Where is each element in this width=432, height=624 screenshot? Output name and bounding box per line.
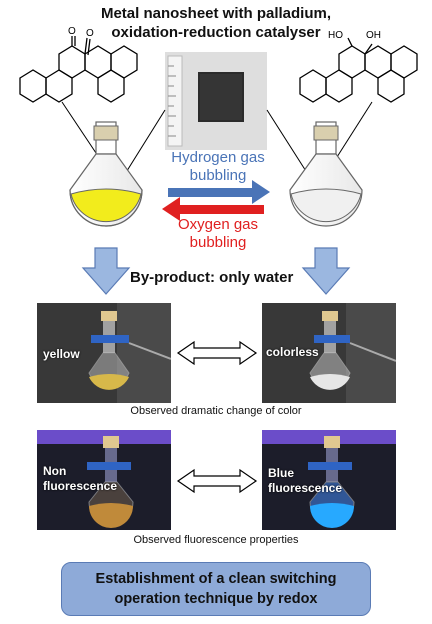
diol-molecule [299,37,418,103]
oxygen-label-2: O [86,28,94,39]
hydrogen-arrow [168,180,270,204]
oxygen-arrow [162,197,264,221]
oxygen-label-1: O [68,26,76,37]
photo-label-colorless: colorless [266,345,319,359]
photo-label-non-fluorescence: Non fluorescence [43,464,118,493]
quinone-molecule [19,36,138,103]
photo-blue-fluorescence: Blue fluorescence [262,430,396,530]
hydroxyl-label-1: HO [328,30,343,41]
conclusion-text: Establishment of a clean switching opera… [95,571,337,607]
down-arrow-right [301,247,351,295]
double-arrow-color [176,340,258,366]
caption-color-change: Observed dramatic change of color [130,405,302,417]
nanosheet-photo [165,52,267,150]
double-arrow-fluorescence [176,468,258,494]
flask-colorless [289,121,363,227]
title: Metal nanosheet with palladium, oxidatio… [100,5,332,41]
photo-label-yellow: yellow [43,347,80,361]
hydrogen-label: Hydrogen gas bubbling [171,149,265,184]
hydroxyl-label-2: OH [366,30,381,41]
caption-fluorescence: Observed fluorescence properties [133,534,299,546]
photo-non-fluorescence: Non fluorescence [37,430,171,530]
photo-colorless: colorless [262,303,396,403]
photo-yellow: yellow [37,303,171,403]
byproduct-label: By-product: only water [130,269,294,286]
down-arrow-left [81,247,131,295]
photo-label-blue-fluorescence: Blue fluorescence [268,466,343,495]
reaction-scheme: O O HO OH [19,26,418,295]
conclusion-box: Establishment of a clean switching opera… [61,562,371,616]
flask-yellow [69,121,143,227]
oxygen-label: Oxygen gas bubbling [177,216,259,251]
